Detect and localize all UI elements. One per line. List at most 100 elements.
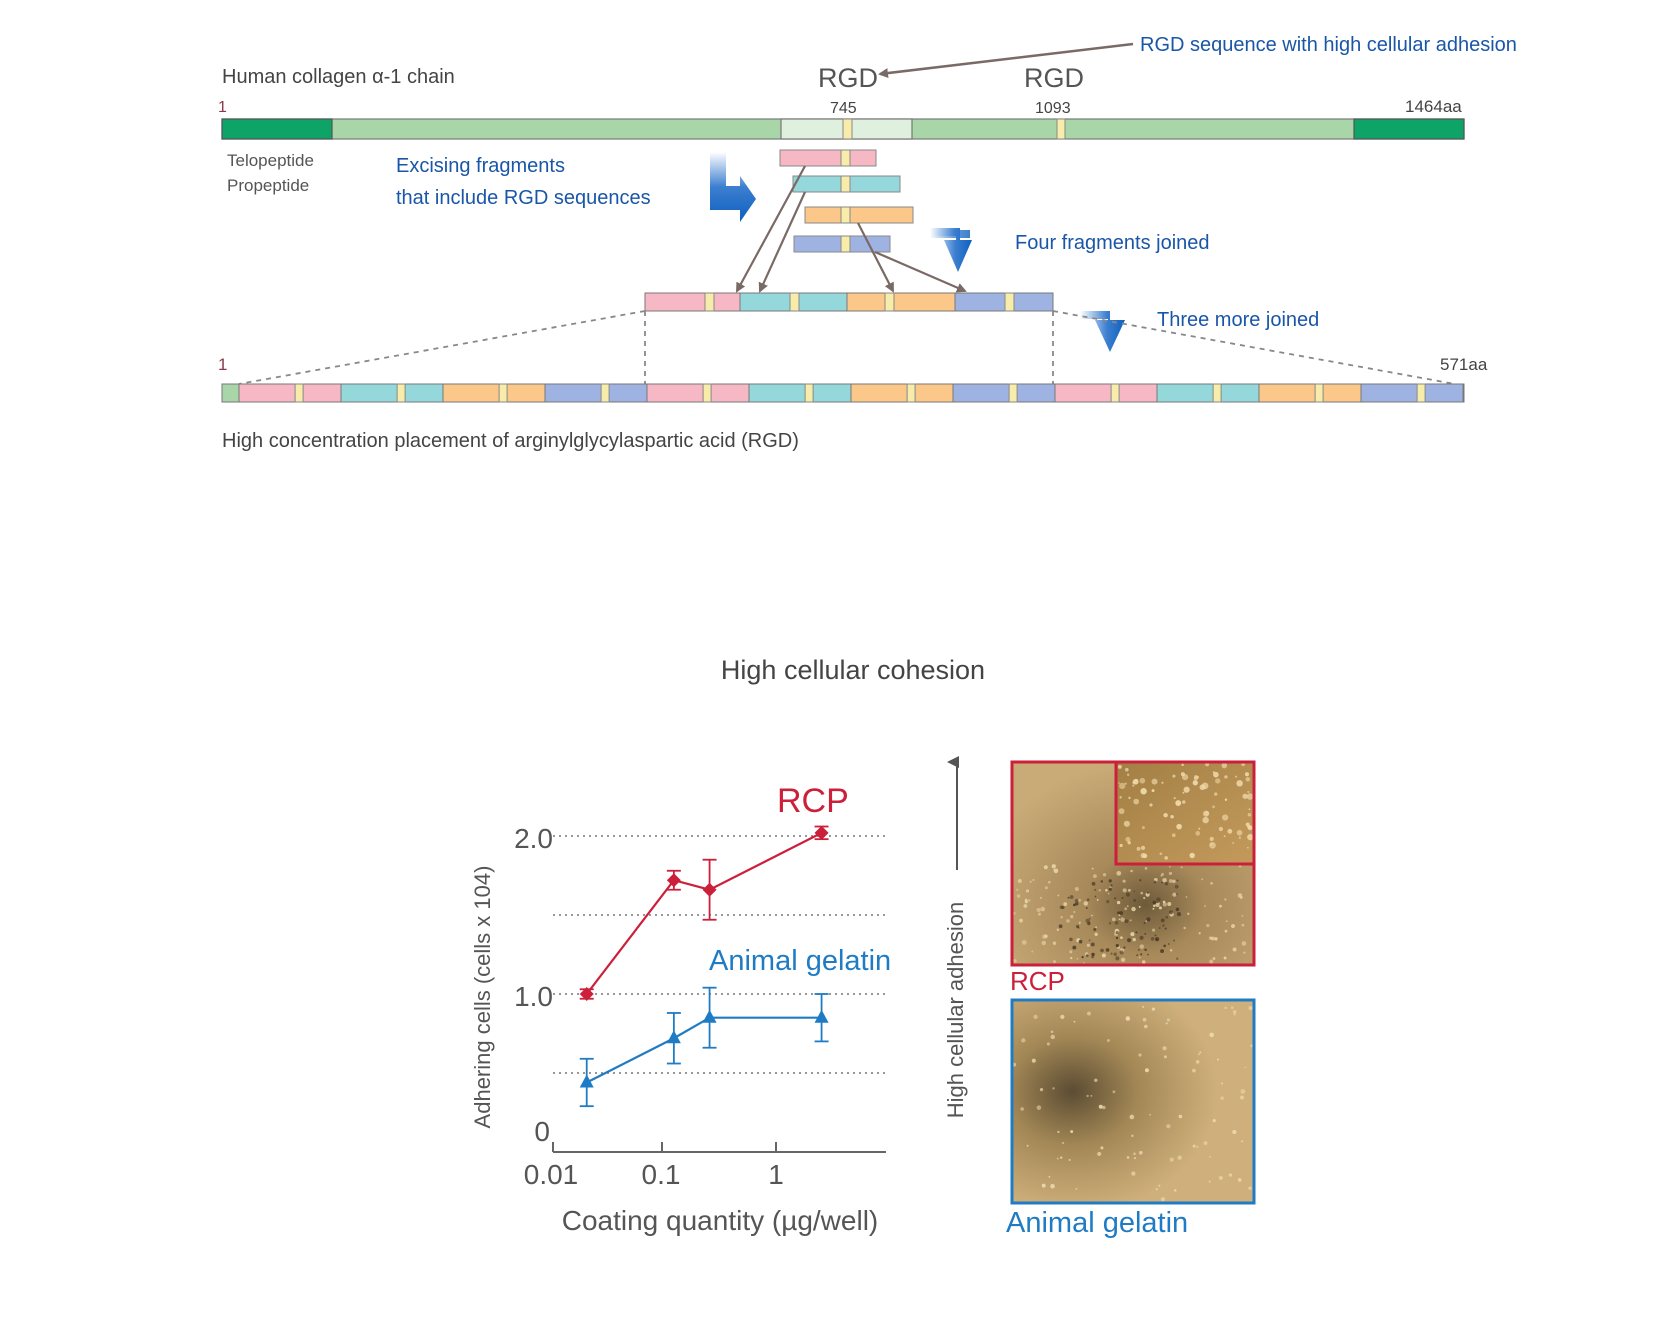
cell-dot: [1115, 936, 1119, 940]
cell-dot: [1139, 777, 1146, 784]
diagram-title: Human collagen α-1 chain: [222, 66, 455, 88]
cell-dot: [1232, 947, 1237, 952]
cell-dot: [1189, 852, 1195, 859]
cell-dot: [1106, 1039, 1110, 1042]
cell-dot: [1247, 824, 1252, 830]
cell-dot: [1167, 901, 1172, 906]
cell-dot: [1238, 836, 1242, 839]
cell-dot: [1098, 889, 1101, 892]
cell-dot: [1036, 907, 1041, 912]
cell-dot: [1106, 900, 1110, 904]
cell-dot: [1240, 1089, 1246, 1094]
gelatin-micrograph: [1010, 998, 1256, 1205]
collagen-chain-bar: [221, 118, 1465, 140]
cell-dot: [1173, 939, 1175, 942]
cell-dot: [1201, 878, 1204, 881]
cell-dot: [1123, 820, 1130, 827]
cell-dot: [1124, 919, 1129, 924]
cell-dot: [1236, 829, 1243, 836]
cell-dot: [1130, 932, 1135, 937]
cell-dot: [1105, 888, 1108, 892]
cell-dot: [1115, 956, 1120, 961]
chart-series: [579, 825, 829, 1108]
cell-dot: [1246, 793, 1254, 800]
cell-dot: [1175, 800, 1182, 806]
x-tick-label-2: 1: [768, 1159, 784, 1190]
cell-dot: [1094, 888, 1097, 891]
cell-dot: [1248, 1005, 1253, 1011]
rcp-segment: [748, 383, 852, 403]
cell-dot: [1244, 1066, 1247, 1069]
cell-dot: [1116, 900, 1121, 905]
cell-dot: [1193, 775, 1198, 779]
adhesion-axis-label: High cellular adhesion: [943, 902, 968, 1118]
cell-dot: [1093, 874, 1097, 879]
y-tick-label-0: 0: [534, 1116, 550, 1147]
cell-dot: [1078, 939, 1083, 944]
rcp-segment: [340, 383, 444, 403]
cell-dot: [1133, 890, 1136, 893]
y-tick-label-2: 2.0: [514, 823, 553, 854]
cell-dot: [1067, 896, 1070, 899]
cell-dot: [1155, 1188, 1158, 1191]
cell-dot: [1097, 1151, 1102, 1157]
x-tick-label-1: 0.1: [642, 1159, 681, 1190]
cell-dot: [1141, 826, 1145, 830]
cell-dot: [1151, 928, 1156, 932]
cell-dot: [1141, 960, 1146, 964]
cell-dot: [1135, 778, 1138, 782]
cell-dot: [1058, 924, 1063, 929]
cell-dot: [1234, 775, 1238, 778]
cell-dot: [1072, 903, 1076, 907]
cell-dot: [1150, 937, 1155, 941]
cell-dot: [1147, 953, 1149, 956]
cell-dot: [1225, 920, 1228, 923]
cell-dot: [1085, 918, 1090, 923]
cell-dot: [1153, 880, 1157, 884]
cell-dot: [1133, 1152, 1136, 1156]
series-line-0: [585, 831, 823, 995]
cell-dot: [1163, 812, 1168, 818]
cell-dot: [1127, 888, 1131, 892]
cell-dot: [1073, 911, 1076, 913]
cell-dot: [1144, 933, 1147, 935]
cell-dot: [1224, 898, 1227, 901]
cell-dot: [1060, 915, 1063, 919]
cell-dot: [1075, 1187, 1078, 1190]
three-more-text: Three more joined: [1157, 309, 1319, 331]
rcp-segment: [1054, 383, 1158, 403]
cell-dot: [1031, 950, 1034, 953]
cell-dot: [1140, 852, 1146, 859]
cell-dot: [1176, 957, 1179, 960]
cell-dot: [1208, 1180, 1211, 1183]
cell-dot: [1151, 778, 1158, 785]
cell-dot: [1070, 914, 1074, 919]
cell-dot: [1161, 881, 1163, 884]
cell-dot: [1154, 934, 1157, 937]
cell-dot: [1132, 784, 1135, 787]
cell-dot: [1241, 941, 1247, 946]
cell-dot: [1072, 945, 1077, 950]
data-point-diamond: [702, 882, 717, 897]
position-start: 1: [218, 99, 227, 116]
cell-dot: [1050, 1030, 1054, 1034]
cell-dot: [1036, 1105, 1042, 1110]
cell-dot: [1232, 1130, 1237, 1135]
cell-dot: [1232, 1010, 1237, 1014]
cell-dot: [1206, 923, 1210, 928]
cell-dot: [1075, 902, 1079, 906]
cell-dot: [1130, 869, 1133, 873]
position-end: 1464aa: [1405, 97, 1462, 116]
cell-dot: [1101, 953, 1106, 958]
cell-dot: [1144, 1068, 1149, 1073]
cell-dot: [1223, 835, 1226, 837]
cell-dot: [1074, 898, 1079, 903]
data-point-diamond: [666, 873, 681, 888]
rcp-segment: [1360, 383, 1464, 403]
cell-dot: [1066, 919, 1070, 923]
diagram-caption: High concentration placement of arginylg…: [222, 430, 799, 452]
cell-dot: [1108, 922, 1112, 925]
cell-dot: [1119, 796, 1122, 799]
telopeptide-segment-right: [1353, 118, 1465, 140]
cell-dot: [1086, 943, 1090, 947]
